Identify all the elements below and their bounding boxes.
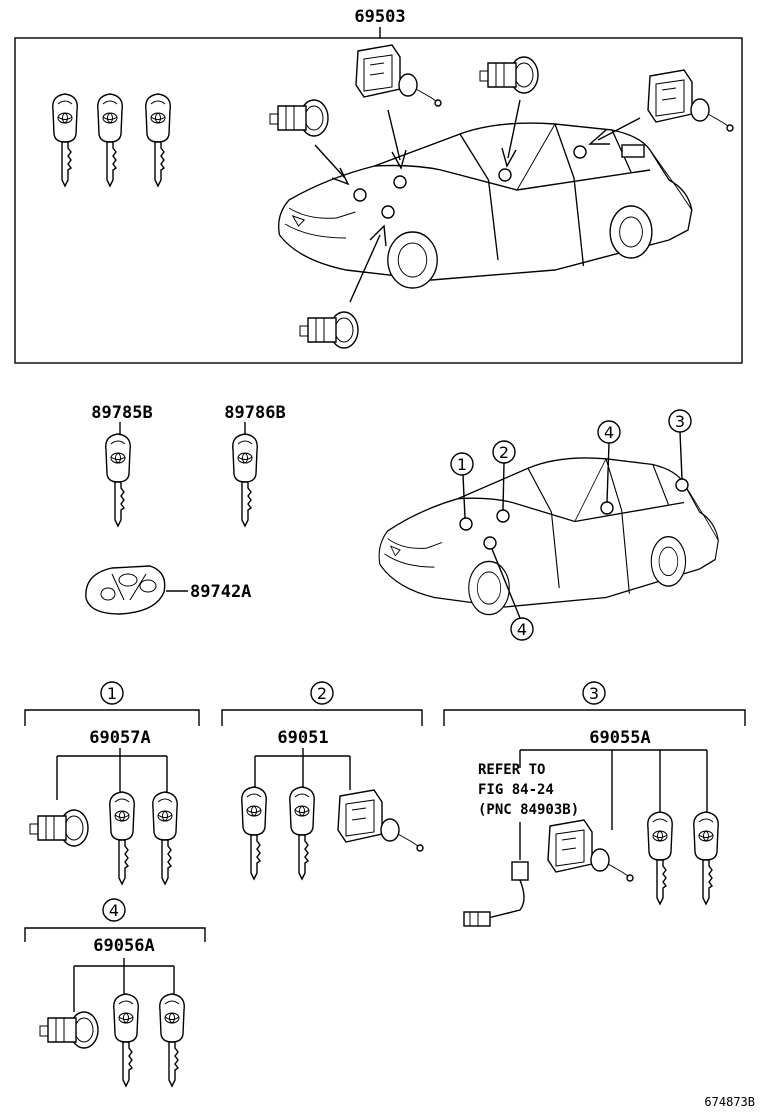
remote-part-number: 89742A [190,582,251,602]
kit-car-point [393,175,407,189]
kit-car-point [498,168,512,182]
callout-4: 4 [604,423,614,442]
set-4-index: 4 [109,901,119,920]
kit-box [14,37,743,364]
location-point-4b [483,536,497,550]
kit-arrow [314,144,350,186]
illustration-code: 674873B [704,1095,755,1109]
set-2-key-2 [289,786,315,880]
set-4-leaders [73,958,175,1012]
callout-3: 3 [675,412,685,431]
callout-2: 2 [499,443,509,462]
set-1-leaders [56,748,168,800]
kit-arrow [588,117,641,145]
set-4-key-1 [113,993,139,1087]
remote-transmitter [85,565,166,615]
set-2-part-number: 69051 [277,728,328,748]
kit-arrow [501,99,521,168]
reference-note-line1: REFER TO [478,762,545,778]
set-2-index-circle [310,681,334,705]
location-car [378,457,719,616]
kit-ignition [355,44,442,107]
callout-1-leader [462,474,466,519]
callout-4b-circle [510,617,534,641]
set-1-bracket [24,709,200,726]
key-b [232,433,258,527]
set-2-key-1 [241,786,267,880]
set-4-index-circle [102,898,126,922]
kit-key-2 [97,93,123,187]
set-4-bracket [24,927,206,942]
callout-1-circle [450,452,474,476]
set-1-index-circle [100,681,124,705]
callout-4-leader [606,442,610,503]
set-3-leaders [519,749,708,830]
set-3-bracket [443,709,746,726]
set-4-cylinder [39,1011,99,1049]
set-2-ignition [337,789,424,852]
set-3-trunk-switch [547,819,634,882]
location-point-2 [496,509,510,523]
kit-trunk-cylinder [479,56,539,94]
reference-note-line3: (PNC 84903B) [478,802,579,818]
set-4-key-2 [159,993,185,1087]
set-3-key-1 [647,811,673,905]
kit-arrow [387,109,407,170]
set-1-cylinder [29,809,89,847]
callout-2-leader [502,462,505,511]
kit-arrow [349,224,387,303]
kit-car-point [353,188,367,202]
kit-car-point [381,205,395,219]
kit-key-1 [52,93,78,187]
set-3-wire [463,861,529,927]
key-b-part-number: 89786B [224,403,285,423]
location-point-4 [600,501,614,515]
set-2-index: 2 [317,684,327,703]
location-point-1 [459,517,473,531]
set-4-part-number: 69056A [93,936,154,956]
set-2-leaders [254,748,351,795]
kit-key-3 [145,93,171,187]
set-2-bracket [221,709,423,726]
callout-3-leader [679,431,683,480]
callout-4b: 4 [517,620,527,639]
reference-note-line2: FIG 84-24 [478,782,554,798]
kit-connector [621,144,645,158]
set-1-part-number: 69057A [89,728,150,748]
set-1-index: 1 [107,684,117,703]
set-3-index: 3 [589,684,599,703]
kit-door-cylinder [269,99,329,137]
set-3-part-number: 69055A [589,728,650,748]
set-3-index-circle [582,681,606,705]
kit-trunk-switch [647,69,734,132]
set-3-key-2 [693,811,719,905]
callout-4b-leader [491,548,521,619]
callout-1: 1 [457,455,467,474]
kit-part-number: 69503 [354,7,405,27]
kit-car-point [573,145,587,159]
key-a-part-number: 89785B [91,403,152,423]
location-point-3 [675,478,689,492]
set-1-key-2 [152,791,178,885]
key-a [105,433,131,527]
set-1-key-1 [109,791,135,885]
kit-bottom-cylinder [299,311,359,349]
